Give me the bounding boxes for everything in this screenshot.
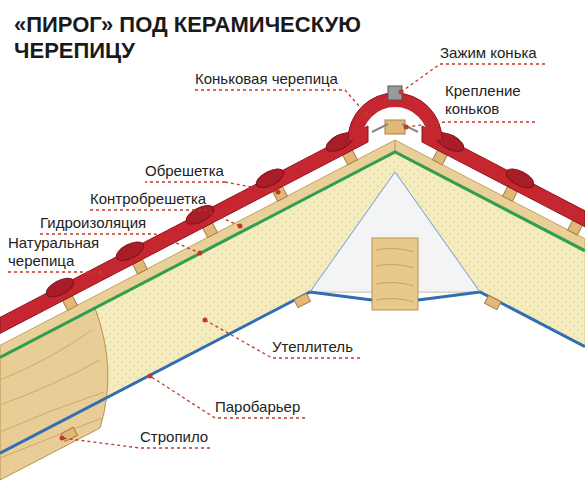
part-label: Контробрешетка: [90, 190, 206, 208]
part-label: Гидроизоляция: [40, 214, 146, 232]
part-label: Зажим конька: [440, 44, 537, 62]
part-label: Натуральная черепица: [8, 234, 118, 270]
part-label: Обрешетка: [145, 162, 224, 180]
part-label: Коньковая черепица: [195, 70, 338, 88]
part-label: Паробарьер: [215, 398, 300, 416]
part-label: Утеплитель: [272, 338, 353, 356]
part-label: Крепление коньков: [445, 82, 555, 118]
part-label: Стропило: [140, 428, 208, 446]
diagram-title: «ПИРОГ» ПОД КЕРАМИЧЕСКУЮ ЧЕРЕПИЦУ: [14, 12, 414, 64]
